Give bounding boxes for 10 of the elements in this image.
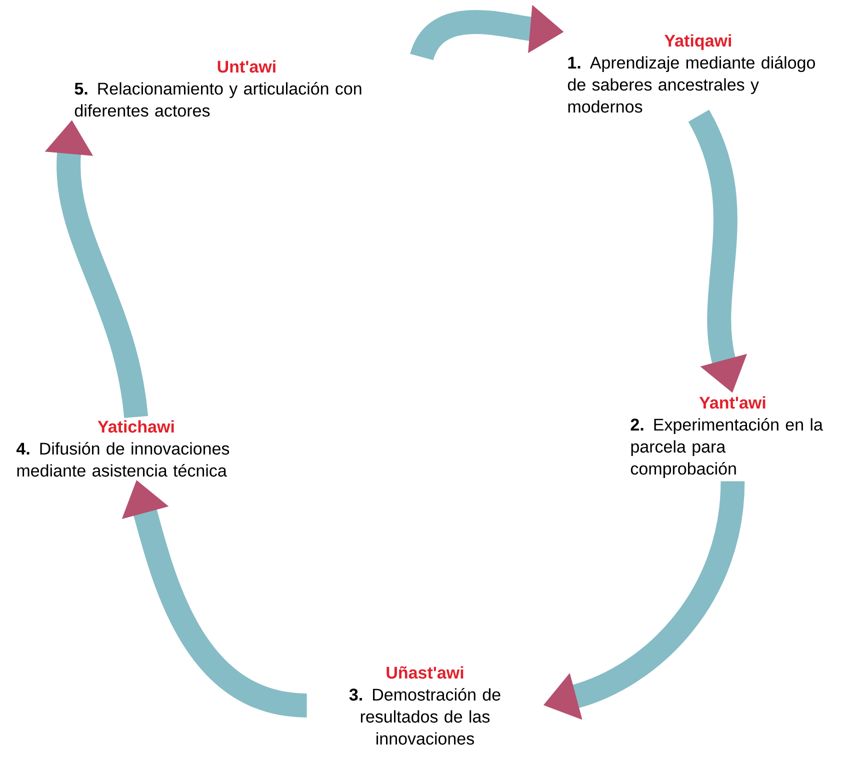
step-heading: Uñast'awi [386, 666, 464, 679]
step-heading: Yatichawi [98, 420, 174, 433]
step-text: 4. Difusión de innovaciones mediante asistencia técnica [16, 442, 230, 477]
step-text: 3. Demostración de resultados de las innovaciones [349, 688, 500, 745]
step-text: 2. Experimentación en la parcela para comprobación [630, 418, 823, 478]
step-heading: Yant'awi [699, 396, 766, 409]
step-text: 1. Aprendizaje mediante diálogo de saberes ancestrales y modernos [568, 56, 815, 113]
step-text: 5. Relacionamiento y articulación con diferentes actores [74, 82, 362, 117]
step-heading: Unt'awi [218, 60, 276, 73]
step-heading: Yatiqawi [664, 34, 732, 50]
